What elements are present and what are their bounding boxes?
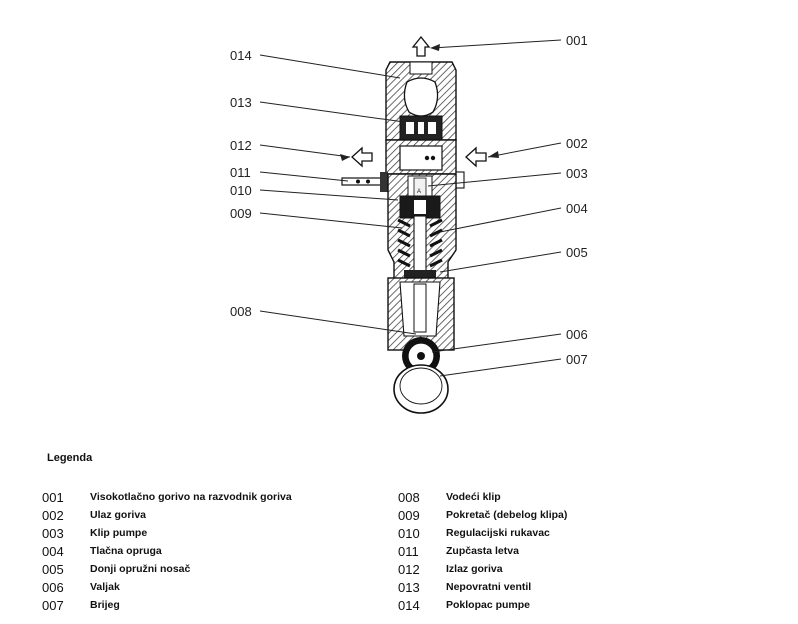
legend-item: 009 Pokretač (debelog klipa)	[398, 506, 567, 524]
legend-text: Zupčasta letva	[446, 545, 519, 557]
legend-text: Klip pumpe	[90, 527, 148, 539]
callout-004: 004	[566, 201, 588, 216]
legend-code: 009	[398, 507, 420, 523]
legend-text: Poklopac pumpe	[446, 599, 531, 611]
legend-text: Valjak	[90, 581, 120, 593]
legend-code: 013	[398, 579, 420, 595]
legend-code: 006	[42, 579, 64, 595]
legend-item: 006 Valjak	[42, 578, 292, 596]
outlet-up-arrow-icon	[411, 35, 431, 57]
callout-006: 006	[566, 327, 588, 342]
pump-cross-section-diagram: A	[230, 33, 588, 414]
legend-text: Pokretač (debelog klipa)	[446, 509, 568, 521]
callout-001: 001	[566, 33, 588, 48]
legend-item: 008 Vodeći klip	[398, 488, 567, 506]
callout-008: 008	[230, 304, 252, 319]
legend-text: Regulacijski rukavac	[446, 527, 550, 539]
callout-005: 005	[566, 245, 588, 260]
legend-code: 005	[42, 561, 64, 577]
callout-014: 014	[230, 48, 252, 63]
callout-007: 007	[566, 352, 588, 367]
legend-item: 011 Zupčasta letva	[398, 542, 567, 560]
svg-text:A: A	[417, 189, 421, 195]
legend-item: 003 Klip pumpe	[42, 524, 292, 542]
legend-item: 012 Izlaz goriva	[398, 560, 567, 578]
check-valve	[399, 115, 443, 141]
legend-item: 007 Brijeg	[42, 596, 292, 614]
legend-code: 007	[42, 597, 64, 613]
legend-code: 004	[42, 543, 64, 559]
callout-003: 003	[566, 166, 588, 181]
legend-text: Donji opružni nosač	[90, 563, 191, 575]
legend-code: 012	[398, 561, 420, 577]
leader-lines	[259, 39, 562, 377]
roller	[402, 337, 440, 375]
fuel-gallery	[385, 139, 457, 175]
callout-013: 013	[230, 95, 252, 110]
legend-title: Legenda	[47, 452, 93, 464]
legend-code: 011	[398, 543, 419, 559]
legend-item: 013 Nepovratni ventil	[398, 578, 567, 596]
legend-item: 014 Poklopac pumpe	[398, 596, 567, 614]
legend-code: 010	[398, 525, 420, 541]
legend-code: 003	[42, 525, 64, 541]
legend-item: 004 Tlačna opruga	[42, 542, 292, 560]
legend-item: 010 Regulacijski rukavac	[398, 524, 567, 542]
callout-012: 012	[230, 138, 252, 153]
callout-002: 002	[566, 136, 588, 151]
callout-009: 009	[230, 206, 252, 221]
legend-item: 002 Ulaz goriva	[42, 506, 292, 524]
callout-011: 011	[230, 165, 251, 180]
legend-code: 014	[398, 597, 420, 613]
legend-text: Tlačna opruga	[90, 545, 162, 557]
legend-column-left: 001 Visokotlačno gorivo na razvodnik gori…	[42, 488, 292, 614]
legend-column-right: 008 Vodeći klip 009 Pokretač (debelog klip…	[398, 488, 567, 614]
legend-code: 002	[42, 507, 64, 523]
legend-item: 005 Donji opružni nosač	[42, 560, 292, 578]
fuel-outlet-arrow-icon	[351, 146, 373, 168]
legend-text: Visokotlačno gorivo na razvodnik goriva	[90, 491, 292, 503]
legend-item: 001 Visokotlačno gorivo na razvodnik gori…	[42, 488, 292, 506]
legend-text: Izlaz goriva	[446, 563, 503, 575]
legend-text: Vodeći klip	[446, 491, 501, 503]
legend-text: Nepovratni ventil	[446, 581, 532, 593]
legend-code: 008	[398, 489, 420, 505]
legend-text: Brijeg	[90, 599, 120, 611]
control-rack	[341, 172, 389, 192]
callout-010: 010	[230, 183, 252, 198]
pressure-spring	[397, 218, 443, 268]
legend-code: 001	[42, 489, 64, 505]
legend-text: Ulaz goriva	[90, 509, 147, 521]
fuel-inlet-arrow-icon	[465, 146, 487, 168]
cam	[393, 364, 449, 414]
